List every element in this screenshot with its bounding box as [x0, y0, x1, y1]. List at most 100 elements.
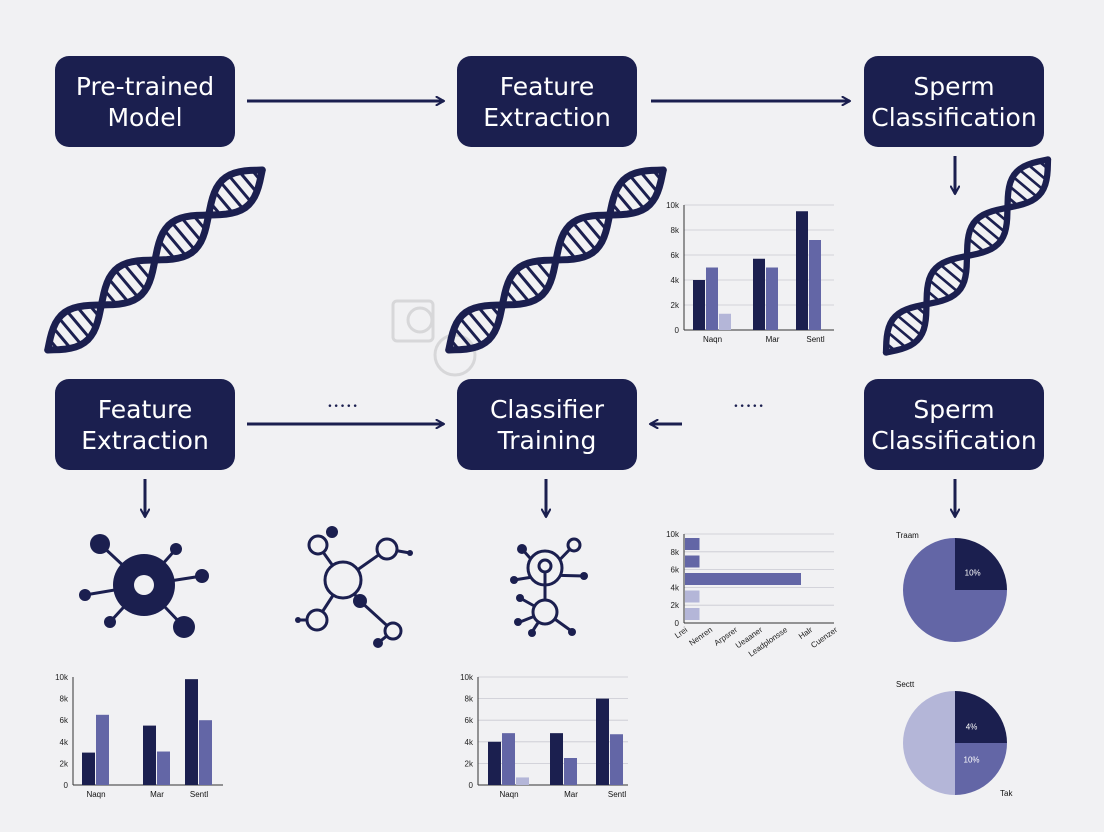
bar	[610, 734, 623, 785]
x-tick-label: Halr	[797, 625, 814, 641]
bar	[96, 714, 109, 785]
dna-rung	[620, 181, 646, 210]
sperm-classification-top-box: Sperm Classification	[864, 56, 1044, 147]
dna-rung	[1027, 163, 1048, 182]
bar	[706, 267, 718, 330]
dna-rung	[614, 190, 635, 214]
feature-extraction-top-box: Feature Extraction	[457, 56, 637, 147]
pie-title: Sectt	[896, 680, 915, 689]
y-tick-label: 2k	[465, 759, 474, 768]
y-tick-label: 10k	[666, 530, 680, 539]
pie-chart-top: 10%Traam	[896, 531, 1007, 642]
hbar	[685, 538, 700, 550]
bar	[809, 240, 821, 330]
hbar	[685, 590, 700, 603]
bar	[185, 679, 198, 785]
dna-rung	[890, 321, 916, 344]
dna-rung	[170, 221, 196, 251]
y-tick-label: 10k	[460, 673, 474, 682]
dna-rung	[114, 269, 140, 299]
x-tick-label: Naqn	[86, 790, 105, 799]
y-tick-label: 8k	[60, 695, 69, 704]
box-line-2: Classification	[871, 425, 1037, 455]
bar	[82, 752, 95, 785]
dna-rung	[458, 316, 484, 346]
dna-rung	[895, 313, 922, 337]
y-tick-label: 4k	[60, 738, 69, 747]
dna-rung	[904, 308, 926, 327]
dna-strand	[882, 156, 1052, 356]
dna-rung	[52, 326, 72, 350]
dna-rung	[227, 174, 253, 204]
bar	[550, 733, 563, 785]
x-tick-label: Sentl	[190, 790, 208, 799]
dna-rung	[213, 190, 234, 214]
box-line-2: Extraction	[81, 425, 209, 455]
y-tick-label: 6k	[60, 716, 69, 725]
y-tick-label: 8k	[671, 226, 680, 235]
sperm-classification-bottom-box: Sperm Classification	[864, 379, 1044, 470]
dna-rung	[163, 229, 188, 257]
bar	[502, 733, 515, 785]
ellipsis-right: •••••	[733, 402, 765, 412]
pie-title: Traam	[896, 531, 919, 540]
dna-helix-icon	[882, 156, 1052, 356]
pie-slice	[955, 691, 1007, 743]
x-tick-label: Mar	[766, 335, 780, 344]
network-node-icon	[510, 537, 588, 637]
box-line-2: Model	[107, 102, 183, 132]
bar	[564, 758, 577, 785]
box-line-2: Training	[497, 425, 597, 455]
box-line-1: Feature	[97, 394, 193, 424]
y-tick-label: 4k	[465, 738, 474, 747]
x-tick-label: Naqn	[499, 790, 518, 799]
bar	[596, 698, 609, 785]
y-tick-label: 2k	[60, 759, 69, 768]
y-tick-label: 0	[64, 781, 69, 790]
dna-rung	[515, 269, 541, 299]
dna-rung	[57, 316, 83, 346]
dna-rung	[238, 170, 258, 194]
dna-rung	[939, 263, 965, 285]
box-line-2: Classification	[871, 102, 1037, 132]
pie-slice	[903, 691, 955, 795]
y-tick-label: 4k	[671, 583, 680, 592]
pie-slice	[955, 538, 1007, 590]
x-tick-label: Cuenzer	[809, 625, 839, 650]
bar	[488, 741, 501, 785]
y-tick-label: 0	[469, 781, 474, 790]
dna-rung	[107, 277, 130, 304]
dna-rung	[564, 229, 589, 257]
feature-extraction-bottom-box: Feature Extraction	[55, 379, 235, 470]
x-tick-label: Nenren	[687, 625, 714, 647]
dna-rung	[76, 306, 97, 330]
dna-rung	[975, 219, 1002, 242]
ellipsis-left: •••••	[327, 402, 359, 412]
dna-helix-icon	[445, 166, 667, 354]
dna-rung	[180, 216, 203, 243]
bar	[796, 211, 808, 330]
dna-rung	[639, 170, 659, 194]
dna-rung	[122, 263, 147, 291]
bar	[199, 720, 212, 785]
hbar	[685, 555, 700, 568]
dna-rung	[581, 216, 604, 243]
pie-slice-label: 10%	[964, 756, 980, 765]
y-tick-label: 0	[675, 326, 680, 335]
box-line-1: Classifier	[489, 394, 605, 424]
horizontal-bar-chart: 02k4k6k8k10kLreiNenrenArpsrerUeaanerLead…	[666, 530, 839, 659]
dna-rung	[969, 227, 995, 249]
box-line-1: Pre-trained	[75, 71, 215, 101]
bar	[157, 751, 170, 785]
x-tick-label: Sentl	[806, 335, 824, 344]
y-tick-label: 8k	[465, 695, 474, 704]
x-tick-label: Mar	[564, 790, 578, 799]
dna-rung	[453, 326, 473, 350]
box-line-1: Sperm	[913, 71, 995, 101]
y-tick-label: 8k	[671, 548, 680, 557]
x-tick-label: Sentl	[608, 790, 626, 799]
